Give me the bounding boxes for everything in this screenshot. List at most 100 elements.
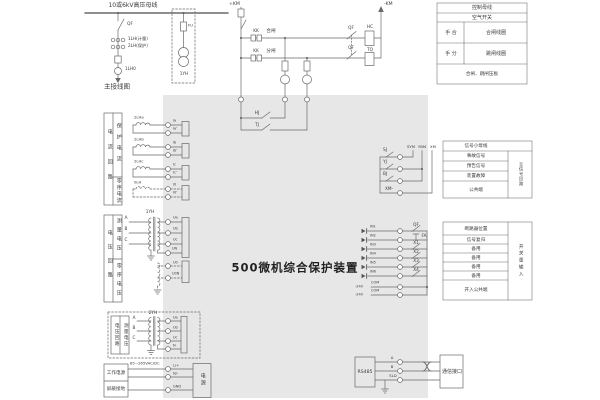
- common-label: COM: [371, 288, 380, 292]
- legend-cell: 手 分: [444, 50, 457, 56]
- legend-cell: 跳闸线圈: [485, 50, 506, 56]
- kk-switch-label: KK: [252, 28, 259, 34]
- signal-table-row: 事故信号: [466, 153, 485, 159]
- signal-table: [442, 140, 533, 199]
- current-group-label: 电流回路: [106, 129, 112, 189]
- ct-winding-label: 0LH: [134, 180, 142, 185]
- binary-table-note: 开关量输入: [517, 243, 523, 279]
- input-label: IN4: [369, 251, 376, 255]
- ct-winding-label: 2LHa: [134, 115, 144, 120]
- terminal-label: Ib: [172, 140, 176, 144]
- protection-current-label: 保护电流: [115, 123, 121, 167]
- phase-label: A: [124, 215, 128, 221]
- signal-table-row: 装置故障: [466, 173, 485, 179]
- pt-label: 2YH: [148, 310, 158, 316]
- terminal-label: Ia: [172, 118, 176, 122]
- current-circuit: [103, 112, 190, 206]
- qf-aux-label: QF: [348, 25, 354, 31]
- voltage-group-label: 电压回路: [113, 323, 119, 347]
- binary-table-row: 开入公共端: [464, 287, 487, 293]
- pt-bay-label: 1YH: [179, 71, 188, 77]
- phase-label: B: [124, 226, 128, 232]
- signal-table-row: 公共端: [468, 186, 483, 192]
- signal-common-label: XM-: [384, 185, 394, 191]
- binary-table-row: 备用: [470, 263, 481, 269]
- signal-bus-label: YBM: [417, 144, 427, 149]
- voltage-circuit: [103, 214, 190, 303]
- power-module-label: 电源: [199, 373, 206, 387]
- zero-current-label: 零序电流: [115, 178, 121, 204]
- kk-switch-label: KK: [252, 48, 259, 54]
- input-label: IN3: [369, 242, 376, 246]
- breaker-label: QF: [127, 21, 133, 27]
- open-label: 分闸: [266, 48, 276, 54]
- legend-row: 空气开关: [472, 14, 492, 20]
- binary-input-circuit: [361, 225, 428, 298]
- terminal-label: Ic': [172, 170, 177, 174]
- control-circuit: [237, 6, 384, 131]
- signal-circuit: [379, 150, 433, 196]
- binary-table-row: 备用: [470, 245, 481, 251]
- comm-interface-label: 通信接口: [441, 368, 462, 374]
- negative-bus-label: -KM: [384, 1, 393, 7]
- fuse-label: FU: [188, 23, 193, 28]
- phase-label: C: [124, 237, 128, 243]
- comm-wire-label: SLD: [389, 373, 397, 378]
- power-circuit: [103, 363, 212, 398]
- rs485-label: RS485: [357, 369, 373, 375]
- comm-wire-label: B: [390, 364, 394, 369]
- terminal-label: Ub: [172, 325, 178, 329]
- close-coil-label: HC: [366, 24, 373, 30]
- legend-row: 合闸、跳闸压板: [465, 71, 499, 77]
- hv-bus-label: 10或6kV高压母线: [108, 1, 158, 9]
- device-title: 500微机综合保护装置: [231, 260, 359, 275]
- voltage-group-label: 电压回路: [106, 230, 112, 286]
- ct-winding-label: 2LHc: [134, 159, 144, 164]
- input-contact-label: QF: [413, 222, 419, 228]
- power-rating-label: 85~265VAC/DC: [130, 361, 160, 366]
- measure-voltage-label: 测量电压: [122, 323, 128, 347]
- input-contact-label: X4: [413, 267, 419, 273]
- close-label: 合闸: [266, 28, 276, 34]
- terminal-label: Ua: [172, 215, 178, 220]
- binary-table: [442, 221, 533, 301]
- work-power-label: 工作电源: [106, 369, 126, 375]
- terminal-label: Ia': [172, 126, 177, 130]
- input-label: IN6: [369, 269, 376, 273]
- main-wiring-diagram: [84, 12, 229, 83]
- signal-table-row: 信号小母线: [464, 143, 487, 149]
- terminal-label: Ua: [172, 315, 178, 319]
- binary-table-row: 备用: [470, 272, 481, 278]
- terminal-label: Ub: [172, 226, 178, 231]
- phase-label: A: [132, 315, 136, 321]
- binary-table-row: 备用: [470, 254, 481, 260]
- terminal-label: I0: [172, 182, 176, 186]
- legend-table: [436, 2, 528, 85]
- signal-table-note: 至信号回路: [517, 162, 523, 186]
- measure-voltage-label: 测量电压: [115, 218, 121, 254]
- close-relay-label: HJ: [254, 109, 260, 115]
- terminal-label: L/+: [172, 363, 179, 367]
- terminal-label: U0: [172, 260, 178, 264]
- terminal-label: Ib': [172, 148, 177, 152]
- neg-supply-label: -24V: [355, 284, 364, 289]
- trip-coil-label: TQ: [366, 46, 373, 52]
- input-label: IN5: [369, 260, 376, 264]
- input-contact-label: FA: [421, 233, 427, 239]
- ct-zero-label: 1LH0: [124, 66, 136, 72]
- comm-wire-label: A: [390, 355, 394, 360]
- positive-bus-label: +KM: [229, 1, 240, 7]
- input-label: IN2: [369, 233, 376, 237]
- common-label: COM: [371, 280, 380, 284]
- signal-contact-label: BJ: [382, 171, 388, 177]
- comm-circuit: [354, 354, 464, 394]
- signal-table-row: 预告信号: [466, 163, 485, 169]
- terminal-label: U0N: [171, 271, 179, 276]
- input-contact-label: X2: [413, 249, 419, 255]
- legend-cell: 合闸线圈: [485, 29, 506, 35]
- binary-table-row: 信号复归: [466, 236, 485, 242]
- terminal-label: UN: [171, 246, 177, 251]
- signal-contact-label: SJ: [383, 147, 387, 153]
- signal-bus-label: SYM: [406, 144, 416, 149]
